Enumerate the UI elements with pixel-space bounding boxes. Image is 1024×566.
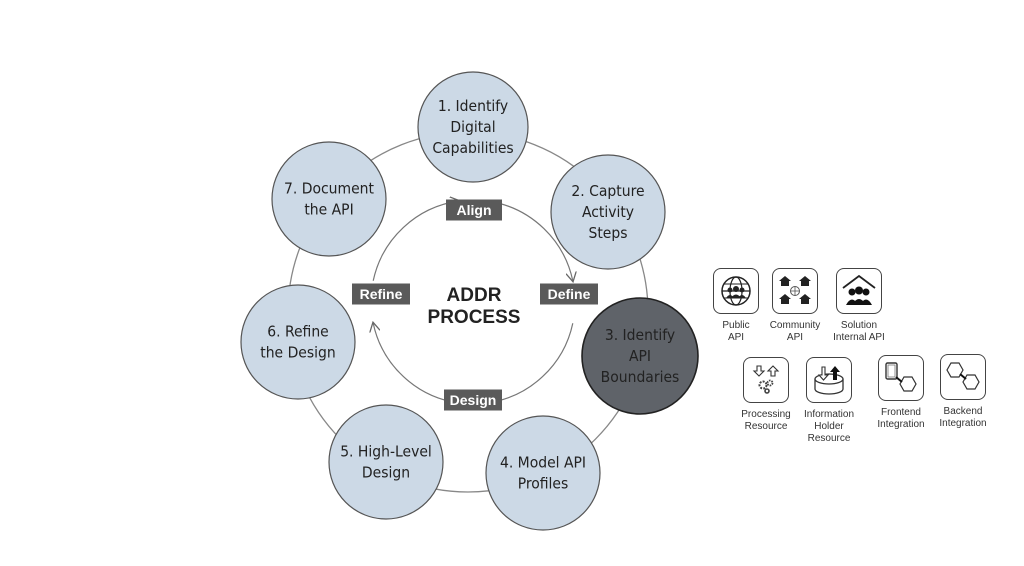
legend-solution-internal-api: Solution Internal API bbox=[819, 268, 899, 344]
phase-define: Define bbox=[540, 283, 598, 305]
step-label-line: the Design bbox=[260, 344, 335, 362]
step-label-line: 6. Refine bbox=[267, 323, 329, 341]
step-label-line: API bbox=[629, 347, 651, 365]
phase-label: Define bbox=[548, 286, 591, 302]
step-label-line: Digital bbox=[450, 118, 495, 136]
step-label-line: Design bbox=[362, 464, 410, 482]
center-title-line-2: PROCESS bbox=[428, 307, 521, 328]
step-circle bbox=[328, 404, 444, 520]
legend-label: Public API bbox=[722, 320, 750, 343]
phase-design: Design bbox=[444, 389, 502, 411]
phase-refine: Refine bbox=[352, 283, 410, 305]
step-label-line: Profiles bbox=[518, 475, 569, 493]
step-label-line: the API bbox=[304, 201, 353, 219]
step-node-6: 6. Refine the Design bbox=[240, 284, 356, 400]
cycle-arrow-1 bbox=[490, 200, 573, 281]
processing-resource-icon bbox=[743, 357, 789, 403]
legend-information-holder-resource: Information Holder Resource bbox=[789, 357, 869, 445]
legend-label: Solution Internal API bbox=[833, 320, 885, 343]
phase-box bbox=[446, 199, 502, 221]
step-circle bbox=[581, 297, 699, 415]
center-title-line-1: ADDR bbox=[447, 285, 502, 306]
phase-align: Align bbox=[446, 199, 502, 221]
frontend-integration-icon bbox=[878, 355, 924, 401]
inner-cycle-arrows bbox=[373, 201, 573, 403]
phase-box bbox=[540, 283, 598, 305]
step-label-line: Capabilities bbox=[432, 139, 513, 157]
step-label-line: 3. Identify bbox=[605, 326, 675, 344]
legend-public-api: Public API bbox=[696, 268, 776, 344]
backend-integration-icon bbox=[940, 354, 986, 400]
solution-internal-api-icon bbox=[836, 268, 882, 314]
information-holder-resource-icon bbox=[806, 357, 852, 403]
legend-backend-integration: Backend Integration bbox=[923, 354, 1003, 430]
legend-label: Frontend Integration bbox=[877, 407, 925, 430]
legend-label: Community API bbox=[769, 320, 821, 343]
public-api-icon bbox=[713, 268, 759, 314]
step-circle bbox=[417, 71, 529, 183]
step-label-line: Boundaries bbox=[601, 368, 680, 386]
step-label-line: 2. Capture bbox=[571, 182, 644, 200]
step-node-7: 7. Document the API bbox=[271, 141, 387, 257]
cycle-arrow-4 bbox=[372, 201, 459, 281]
step-label-line: 5. High-Level bbox=[340, 443, 432, 461]
step-circle bbox=[485, 415, 601, 531]
legend-label: Information Holder Resource bbox=[803, 409, 855, 444]
legend-label: Processing Resource bbox=[741, 409, 791, 432]
step-circle bbox=[271, 141, 387, 257]
community-api-icon bbox=[772, 268, 818, 314]
phase-box bbox=[352, 283, 410, 305]
phase-label: Design bbox=[450, 392, 497, 408]
phase-label: Align bbox=[457, 202, 492, 218]
legend-community-api: Community API bbox=[755, 268, 835, 344]
step-circle bbox=[240, 284, 356, 400]
step-circle bbox=[550, 154, 666, 270]
phase-label: Refine bbox=[360, 286, 403, 302]
step-label-line: Steps bbox=[588, 224, 627, 242]
step-label-line: 1. Identify bbox=[438, 97, 508, 115]
step-label-line: 7. Document bbox=[284, 180, 375, 198]
step-label-line: 4. Model API bbox=[500, 454, 586, 472]
legend-frontend-integration: Frontend Integration bbox=[861, 355, 941, 431]
legend-label: Backend Integration bbox=[939, 406, 987, 429]
cycle-arrow-3 bbox=[373, 323, 459, 404]
step-node-4: 4. Model API Profiles bbox=[485, 415, 601, 531]
legend-processing-resource: Processing Resource bbox=[726, 357, 806, 433]
cycle-arrow-2 bbox=[487, 323, 574, 403]
phase-box bbox=[444, 389, 502, 411]
step-label-line: Activity bbox=[582, 203, 634, 221]
